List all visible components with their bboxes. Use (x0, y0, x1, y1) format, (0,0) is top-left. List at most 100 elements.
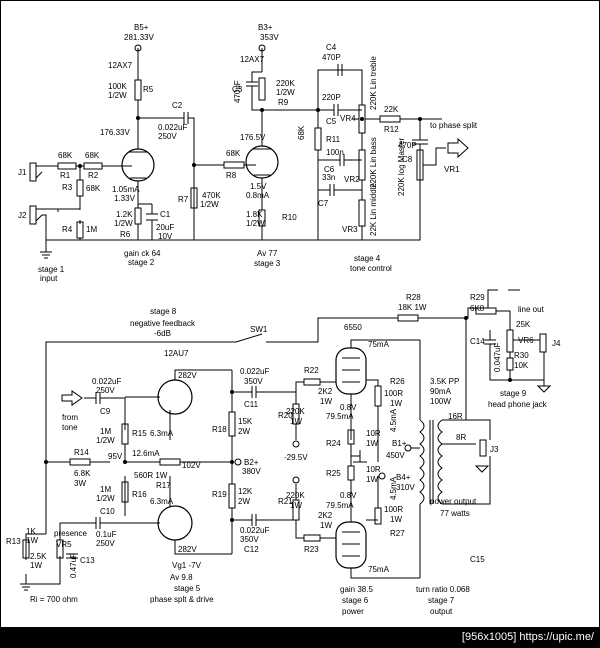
resistor-r7 (190, 187, 198, 209)
c1-value: 20uF (156, 223, 174, 232)
stage3-label: stage 3 (254, 259, 281, 268)
tail-current: 12.6mA (132, 449, 160, 458)
pot-vr6 (506, 329, 514, 353)
b2-terminal (234, 458, 242, 466)
r4-value: 1M (86, 225, 97, 234)
c2-value: 0.022uF (158, 123, 187, 132)
c10-value: 0.1uF (96, 530, 117, 539)
c1-voltage: 10V (158, 232, 173, 241)
ground-stage9 (536, 352, 552, 393)
r25-watt: 1W (366, 475, 378, 484)
resistor-r19 (228, 483, 236, 509)
power-output-label: power output (430, 497, 477, 506)
resistor-r14 (69, 458, 91, 466)
r16-watt: 1/2W (96, 494, 115, 503)
r3-label: R3 (62, 183, 73, 192)
resistor-r27 (374, 507, 382, 525)
resistor-r13 (22, 539, 30, 559)
c9-value: 0.022uF (92, 377, 121, 386)
r18-watt: 2W (238, 427, 250, 436)
stage4-sub: tone control (350, 264, 392, 273)
screen-current-2: 4.5mA (389, 476, 398, 500)
jack-j2 (29, 205, 37, 225)
bias-terminal-1 (292, 440, 300, 448)
r22-watt: 1W (320, 397, 332, 406)
ground-cathode (350, 444, 367, 466)
resistor-r15 (121, 423, 129, 445)
r6-label: R6 (120, 230, 131, 239)
r20-watt: 1W (290, 417, 302, 426)
tube-v4b (335, 521, 367, 569)
r9-label: R9 (278, 98, 289, 107)
r19-value: 12K (238, 487, 253, 496)
c12-voltage: 350V (240, 535, 259, 544)
r10-label: R10 (282, 213, 297, 222)
vr3-label: VR3 (342, 225, 358, 234)
resistor-r26 (374, 385, 382, 407)
r12-label: R12 (384, 125, 399, 134)
b2-voltage: 380V (242, 467, 261, 476)
r30-label: R30 (514, 351, 529, 360)
r1-label: R1 (60, 171, 71, 180)
r28-value: 18K 1W (398, 303, 427, 312)
vr3-text: 22K Lin middle (369, 183, 378, 236)
j3-label: J3 (490, 445, 499, 454)
b4-voltage: 310V (396, 483, 415, 492)
r4-label: R4 (62, 225, 73, 234)
pot-vr5 (56, 539, 64, 559)
r16-value: 1M (100, 485, 111, 494)
stage5-sub: phase splt & drive (150, 595, 214, 604)
b5-voltage: 281.33V (124, 33, 154, 42)
j4-label: J4 (552, 339, 561, 348)
stage2-label: stage 2 (128, 258, 155, 267)
v1-cathode-voltage: 1.33V (114, 194, 136, 203)
stage6-gain: gain 38.5 (340, 585, 373, 594)
watermark-bar: [956x1005] https://upic.me/ (0, 628, 600, 648)
r7-value: 470K (202, 191, 221, 200)
stage6-label: stage 6 (342, 596, 369, 605)
c11-value: 0.022uF (240, 367, 269, 376)
resistor-r18 (228, 411, 236, 437)
b4-terminal (378, 472, 386, 480)
stage4-label: stage 4 (354, 254, 381, 263)
v2-cathode-voltage: 1.5V (250, 182, 267, 191)
resistor-r17 (159, 458, 181, 466)
r20-value: 220K (286, 407, 305, 416)
r18-value: 15K (238, 417, 253, 426)
line-out-label: line out (518, 305, 545, 314)
v3b-current: 6.3mA (150, 497, 174, 506)
pot-vr2 (358, 149, 366, 181)
r28-label: R28 (406, 293, 421, 302)
r15-value: 1M (100, 427, 111, 436)
v3a-current: 6.3mA (150, 429, 174, 438)
capacitor-c1 (146, 213, 158, 221)
r2-value: 68K (85, 151, 100, 160)
ot-impedance: 3.5K PP (430, 377, 459, 386)
c3-label: C3 (232, 85, 243, 94)
capacitor-c3 (246, 71, 262, 111)
c14-value: 0.047uF (493, 343, 502, 372)
stage9-label: stage 9 (500, 389, 527, 398)
c9-label: C9 (100, 407, 111, 416)
amplifier-schematic: B5+ 281.33V B3+ 353V 12AX7 12AX7 J1 J2 6… (0, 0, 600, 628)
resistor-r25 (347, 465, 355, 481)
ground-presence (20, 583, 32, 591)
r6-value: 1.2K (116, 210, 133, 219)
c2-label: C2 (172, 101, 183, 110)
b3-label: B3+ (258, 23, 273, 32)
resistor-r4 (76, 221, 84, 239)
capacitor-c13 (66, 553, 78, 559)
r22-label: R22 (304, 366, 319, 375)
stage1-label: stage 1 (38, 265, 65, 274)
c14-label: C14 (470, 337, 485, 346)
r26-value: 100R (384, 389, 403, 398)
watermark-text: [956x1005] https://upic.me/ (461, 631, 594, 643)
c13-value: 0.47uF (69, 553, 78, 578)
c11-label: C11 (244, 400, 259, 409)
vr5-watt: 1W (30, 561, 42, 570)
r8-label: R8 (226, 171, 237, 180)
j2-label: J2 (18, 211, 27, 220)
c7-label: C7 (318, 199, 329, 208)
v4a-current: 75mA (368, 340, 390, 349)
